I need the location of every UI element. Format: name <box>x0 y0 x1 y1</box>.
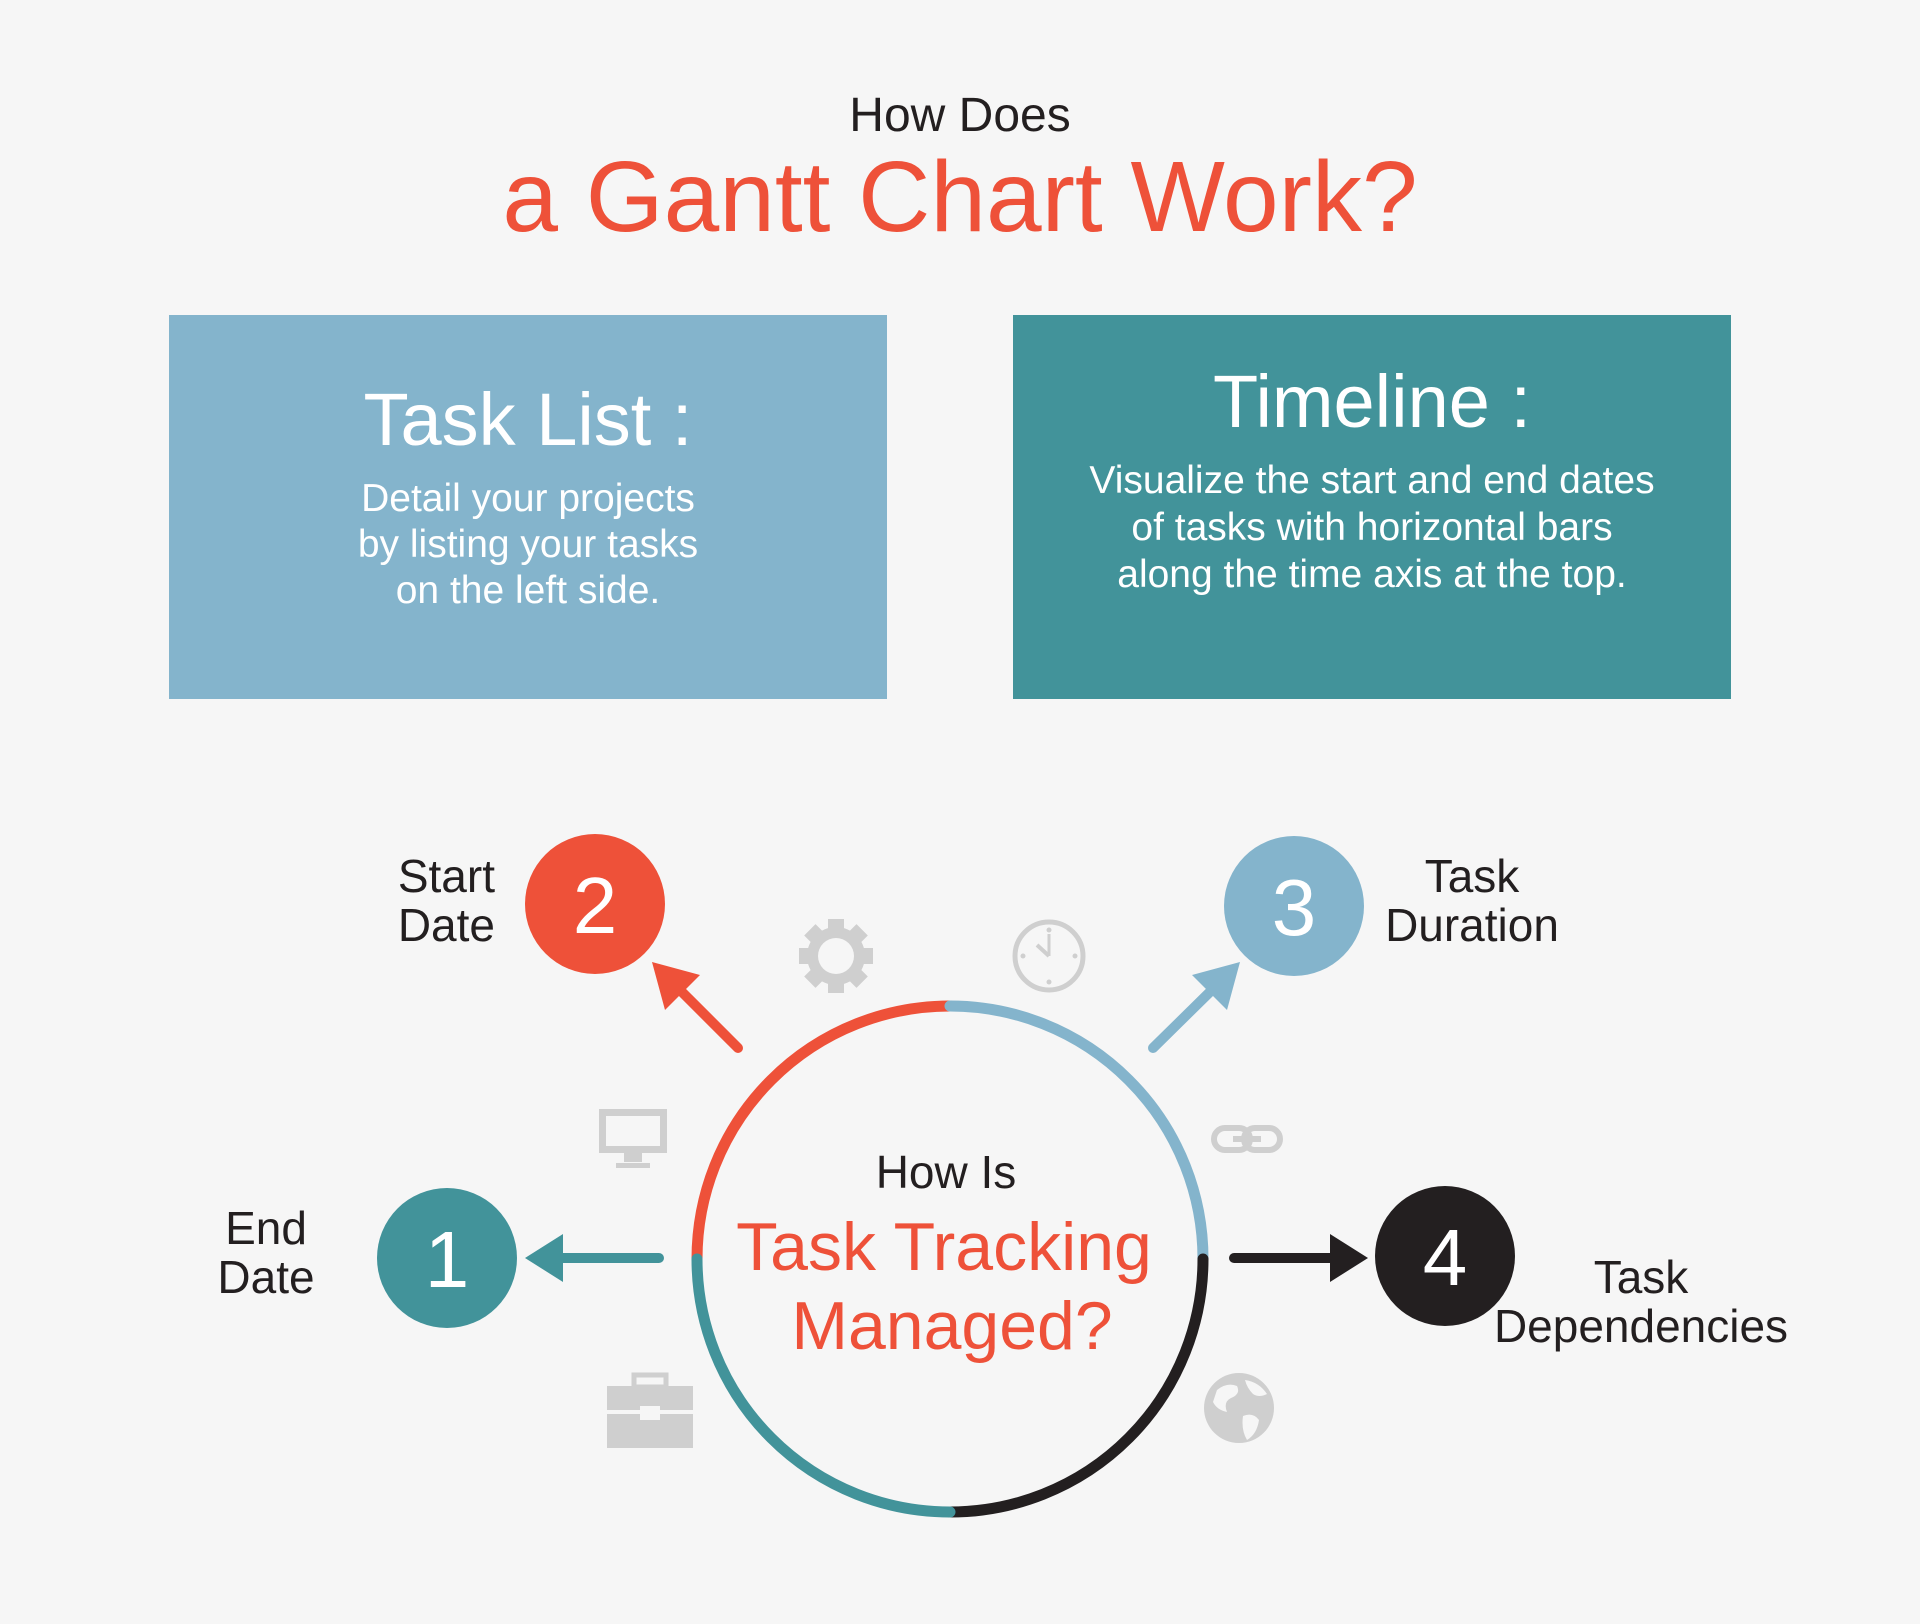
ring-segment-end-date <box>691 1253 956 1518</box>
step-3-label: Task Duration <box>1385 852 1559 950</box>
step-1-circle <box>377 1188 517 1328</box>
clock-icon <box>1012 919 1086 993</box>
link-icon <box>1211 1125 1283 1153</box>
step-4-circle <box>1375 1186 1515 1326</box>
text-line: End <box>225 1202 307 1254</box>
ring-segment-start-date <box>691 1000 956 1265</box>
text-line: Date <box>217 1251 315 1303</box>
ring-segment-duration <box>944 1000 1209 1265</box>
timeline-description: Visualize the start and end dates of tas… <box>1089 457 1654 598</box>
text-line: along the time axis at the top. <box>1117 553 1627 596</box>
text-line: Duration <box>1385 899 1559 951</box>
task-list-title: Task List : <box>363 378 693 461</box>
step-1-label: End Date <box>217 1204 314 1302</box>
step-4-label: Task Dependencies <box>1494 1253 1788 1351</box>
globe-icon <box>1204 1373 1274 1443</box>
timeline-card-bg <box>1013 315 1731 699</box>
text-line: Detail your projects <box>361 477 695 520</box>
center-question-intro: How Is <box>875 1146 1017 1198</box>
text-line: Date <box>397 899 495 951</box>
timeline-title: Timeline : <box>1212 360 1532 443</box>
center-question-line1: Task Tracking <box>736 1209 1152 1285</box>
text-line: on the left side. <box>395 569 661 612</box>
briefcase-icon <box>607 1372 693 1448</box>
timeline-card: Timeline : Visualize the start and end d… <box>1013 315 1731 699</box>
step-2-label: Start Date <box>398 852 495 950</box>
page-title: a Gantt Chart Work? <box>502 141 1418 253</box>
step-1-number: 1 <box>424 1215 470 1304</box>
text-line: Visualize the start and end dates <box>1089 459 1655 502</box>
text-line: of tasks with horizontal bars <box>1131 506 1613 549</box>
step-3-circle <box>1224 836 1364 976</box>
header-subtitle: How Does <box>849 89 1071 142</box>
step-4-number: 4 <box>1422 1213 1468 1302</box>
step-2-number: 2 <box>572 861 618 950</box>
arrow-to-duration <box>1148 980 1222 1053</box>
task-list-card-bg <box>169 315 887 699</box>
text-line: Start <box>397 850 495 902</box>
monitor-icon <box>599 1109 667 1168</box>
task-list-card: Task List : Detail your projects by list… <box>169 315 887 699</box>
text-line: Task <box>1424 850 1520 902</box>
text-line: Task <box>1593 1251 1689 1303</box>
text-line: Dependencies <box>1493 1300 1789 1352</box>
center-question-line2: Managed? <box>791 1288 1113 1364</box>
arrow-to-start-date <box>670 980 743 1053</box>
step-3-number: 3 <box>1271 863 1317 952</box>
gear-icon <box>799 919 873 993</box>
text-line: by listing your tasks <box>357 523 699 566</box>
step-2-circle <box>525 834 665 974</box>
ring-segment-dependencies <box>944 1253 1209 1518</box>
task-list-description: Detail your projects by listing your tas… <box>358 476 698 614</box>
